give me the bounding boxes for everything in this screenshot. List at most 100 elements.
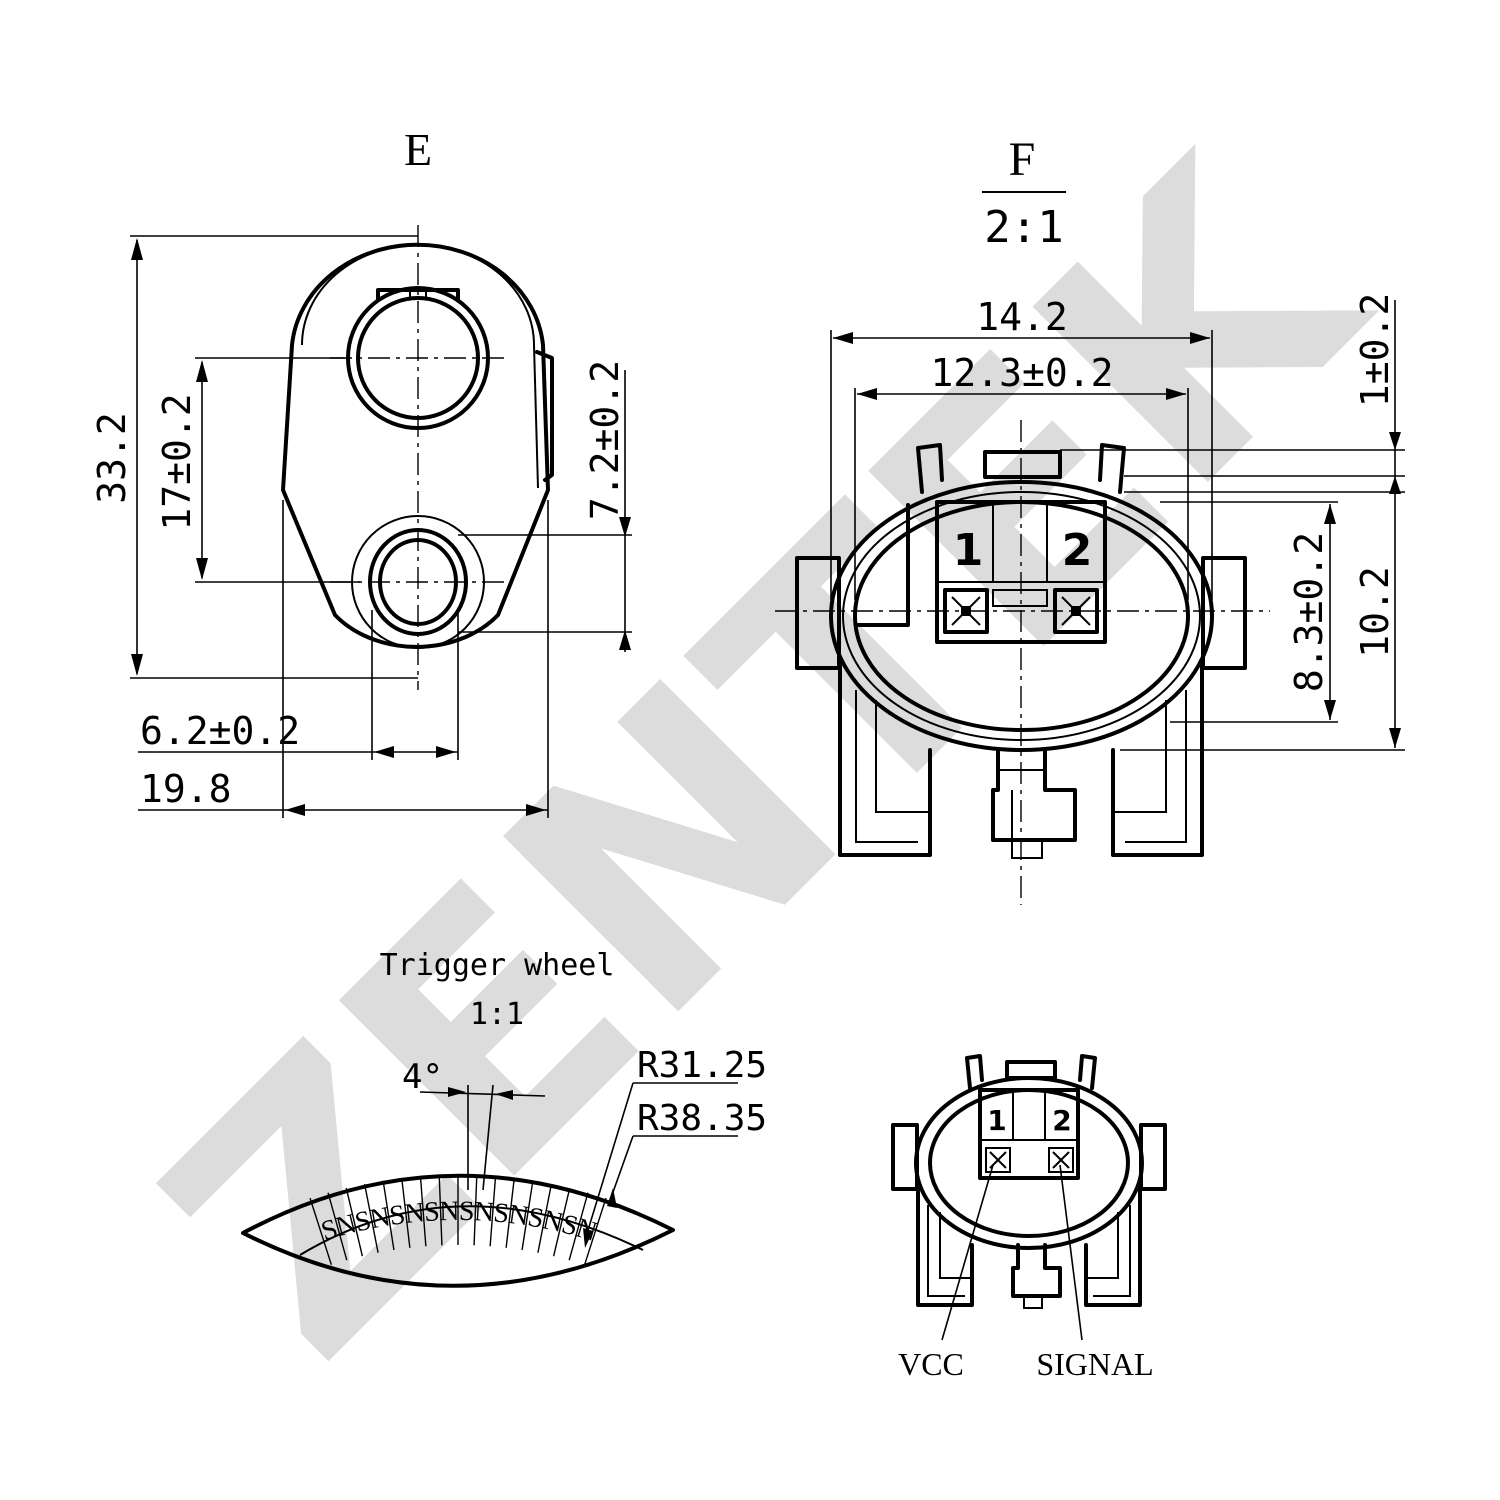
trigger-pole-divider	[401, 1178, 411, 1248]
pinout-right-leg-inner	[1086, 1205, 1131, 1297]
e-height-text: 33.2	[90, 412, 134, 504]
trigger-wheel-title: Trigger wheel	[380, 948, 615, 983]
e-spacing-text: 17±0.2	[155, 393, 199, 530]
f-right-leg	[1111, 658, 1204, 857]
pinout-left-leg-inner	[927, 1205, 972, 1297]
trigger-pole-label: N	[473, 1196, 495, 1228]
f-right-tab	[1201, 556, 1247, 670]
trigger-angle-arrows	[448, 1087, 513, 1100]
e-body-inner-edge	[301, 244, 539, 489]
trigger-radius-arrows	[583, 1188, 617, 1248]
view-f-label: F	[1009, 133, 1036, 186]
pinout-pin-1-label: 1	[987, 1104, 1006, 1137]
signal-leader	[1059, 1164, 1083, 1341]
trigger-pole-divider	[382, 1180, 395, 1251]
trigger-angle-text: 4°	[402, 1057, 443, 1097]
trigger-pole-divider	[552, 1187, 571, 1257]
e-upper-hole-tab	[376, 288, 460, 302]
trigger-pole-label: N	[403, 1197, 426, 1230]
f-terminal-2-pin	[1071, 606, 1081, 616]
trigger-pole-divider	[309, 1197, 333, 1265]
f-step-arrows	[1389, 432, 1401, 494]
pinout-pin-2-label: 2	[1052, 1104, 1071, 1137]
trigger-pole-label: S	[423, 1196, 440, 1228]
f-inner-width-text: 12.3±0.2	[930, 351, 1113, 395]
e-offset-text: 7.2±0.2	[583, 360, 627, 520]
view-e-label: E	[404, 124, 432, 175]
trigger-pole-divider	[327, 1192, 348, 1261]
f-center-slot	[992, 589, 1048, 607]
pinout-housing-inner	[928, 1088, 1130, 1238]
trigger-pole-divider	[438, 1175, 443, 1246]
f-left-key	[856, 503, 910, 627]
e-upper-hole-key	[409, 290, 427, 300]
f-bottom-boss-pin	[1000, 769, 1045, 859]
trigger-wheel-inner-arc	[299, 1205, 644, 1256]
pinout-left-post	[965, 1054, 984, 1090]
trigger-pole-divider	[568, 1192, 589, 1261]
f-left-tab	[795, 556, 841, 670]
pinout-top-latch	[1005, 1060, 1057, 1080]
watermark-text: ZENTEK	[95, 86, 1438, 1429]
f-top-latch	[983, 450, 1062, 479]
watermark-layer: ZENTEK	[95, 86, 1438, 1429]
vcc-label: VCC	[898, 1346, 964, 1382]
trigger-pole-divider	[583, 1197, 607, 1265]
pinout-right-tab	[1139, 1123, 1167, 1191]
f-outer-width-text: 14.2	[976, 295, 1068, 339]
f-inner-height-text: 8.3±0.2	[1287, 532, 1331, 692]
f-step-text: 1±0.2	[1353, 293, 1397, 407]
f-right-leg-inner	[1113, 690, 1187, 843]
f-left-leg-inner	[855, 690, 930, 843]
trigger-r-outer-leader	[611, 1135, 634, 1196]
f-left-leg	[838, 658, 932, 857]
pinout-right-leg	[1084, 1188, 1142, 1307]
trigger-poles: SNSNSNSNSNSNSNSN	[309, 1175, 607, 1265]
trigger-pole-divider	[473, 1175, 478, 1246]
f-pin-2-label: 2	[1062, 525, 1093, 576]
trigger-pole-divider	[537, 1183, 553, 1253]
f-housing-outer	[829, 480, 1214, 752]
f-pin-1-label: 1	[953, 525, 984, 576]
trigger-pole-label: N	[439, 1196, 460, 1227]
trigger-pole-divider	[363, 1183, 379, 1253]
e-width-text: 19.8	[140, 767, 232, 811]
trigger-pole-divider	[489, 1176, 497, 1247]
e-hole-width-arrows	[374, 746, 456, 758]
trigger-pole-label: N	[507, 1199, 531, 1232]
pinout-left-tab	[891, 1123, 919, 1191]
pinout-view: 1 2 VCC SIGNAL	[891, 1054, 1167, 1382]
pinout-bottom-pin	[1023, 1296, 1043, 1309]
f-left-latch-post	[916, 443, 944, 494]
pinout-terminal-1	[985, 1147, 1011, 1173]
e-body-outline	[281, 242, 550, 649]
vcc-leader	[941, 1164, 994, 1341]
trigger-wheel-scale: 1:1	[470, 997, 524, 1032]
trigger-wheel-view: Trigger wheel 1:1 SNSNSNSNSNSNSNSN 4° R3…	[241, 948, 767, 1288]
trigger-angle-ext-right	[482, 1084, 494, 1191]
f-right-latch-post	[1098, 443, 1126, 494]
trigger-pole-divider	[345, 1187, 364, 1257]
e-hole-width-text: 6.2±0.2	[140, 709, 300, 753]
trigger-pole-label: S	[525, 1202, 546, 1235]
e-side-rib	[535, 350, 554, 482]
trigger-r-outer-text: R38.35	[637, 1098, 767, 1139]
view-f-scale: 2:1	[984, 202, 1063, 253]
pinout-pin-block	[978, 1088, 1080, 1180]
trigger-pole-label: S	[352, 1205, 374, 1239]
pinout-left-leg	[916, 1188, 974, 1307]
f-outer-height-text: 10.2	[1353, 566, 1397, 658]
trigger-pole-label: S	[388, 1199, 408, 1232]
view-f: F 2:1 1 2	[775, 133, 1405, 905]
trigger-pole-divider	[419, 1176, 427, 1247]
pinout-housing-outer	[914, 1076, 1144, 1250]
signal-label: SIGNAL	[1036, 1346, 1153, 1382]
trigger-r-inner-leader	[584, 1082, 634, 1241]
trigger-pole-label: S	[492, 1197, 511, 1229]
pinout-terminal-2-x	[1052, 1151, 1070, 1169]
trigger-pole-divider	[505, 1178, 515, 1248]
trigger-r-inner-text: R31.25	[637, 1045, 767, 1086]
trigger-angle-line	[419, 1091, 546, 1097]
trigger-pole-divider	[521, 1180, 534, 1251]
